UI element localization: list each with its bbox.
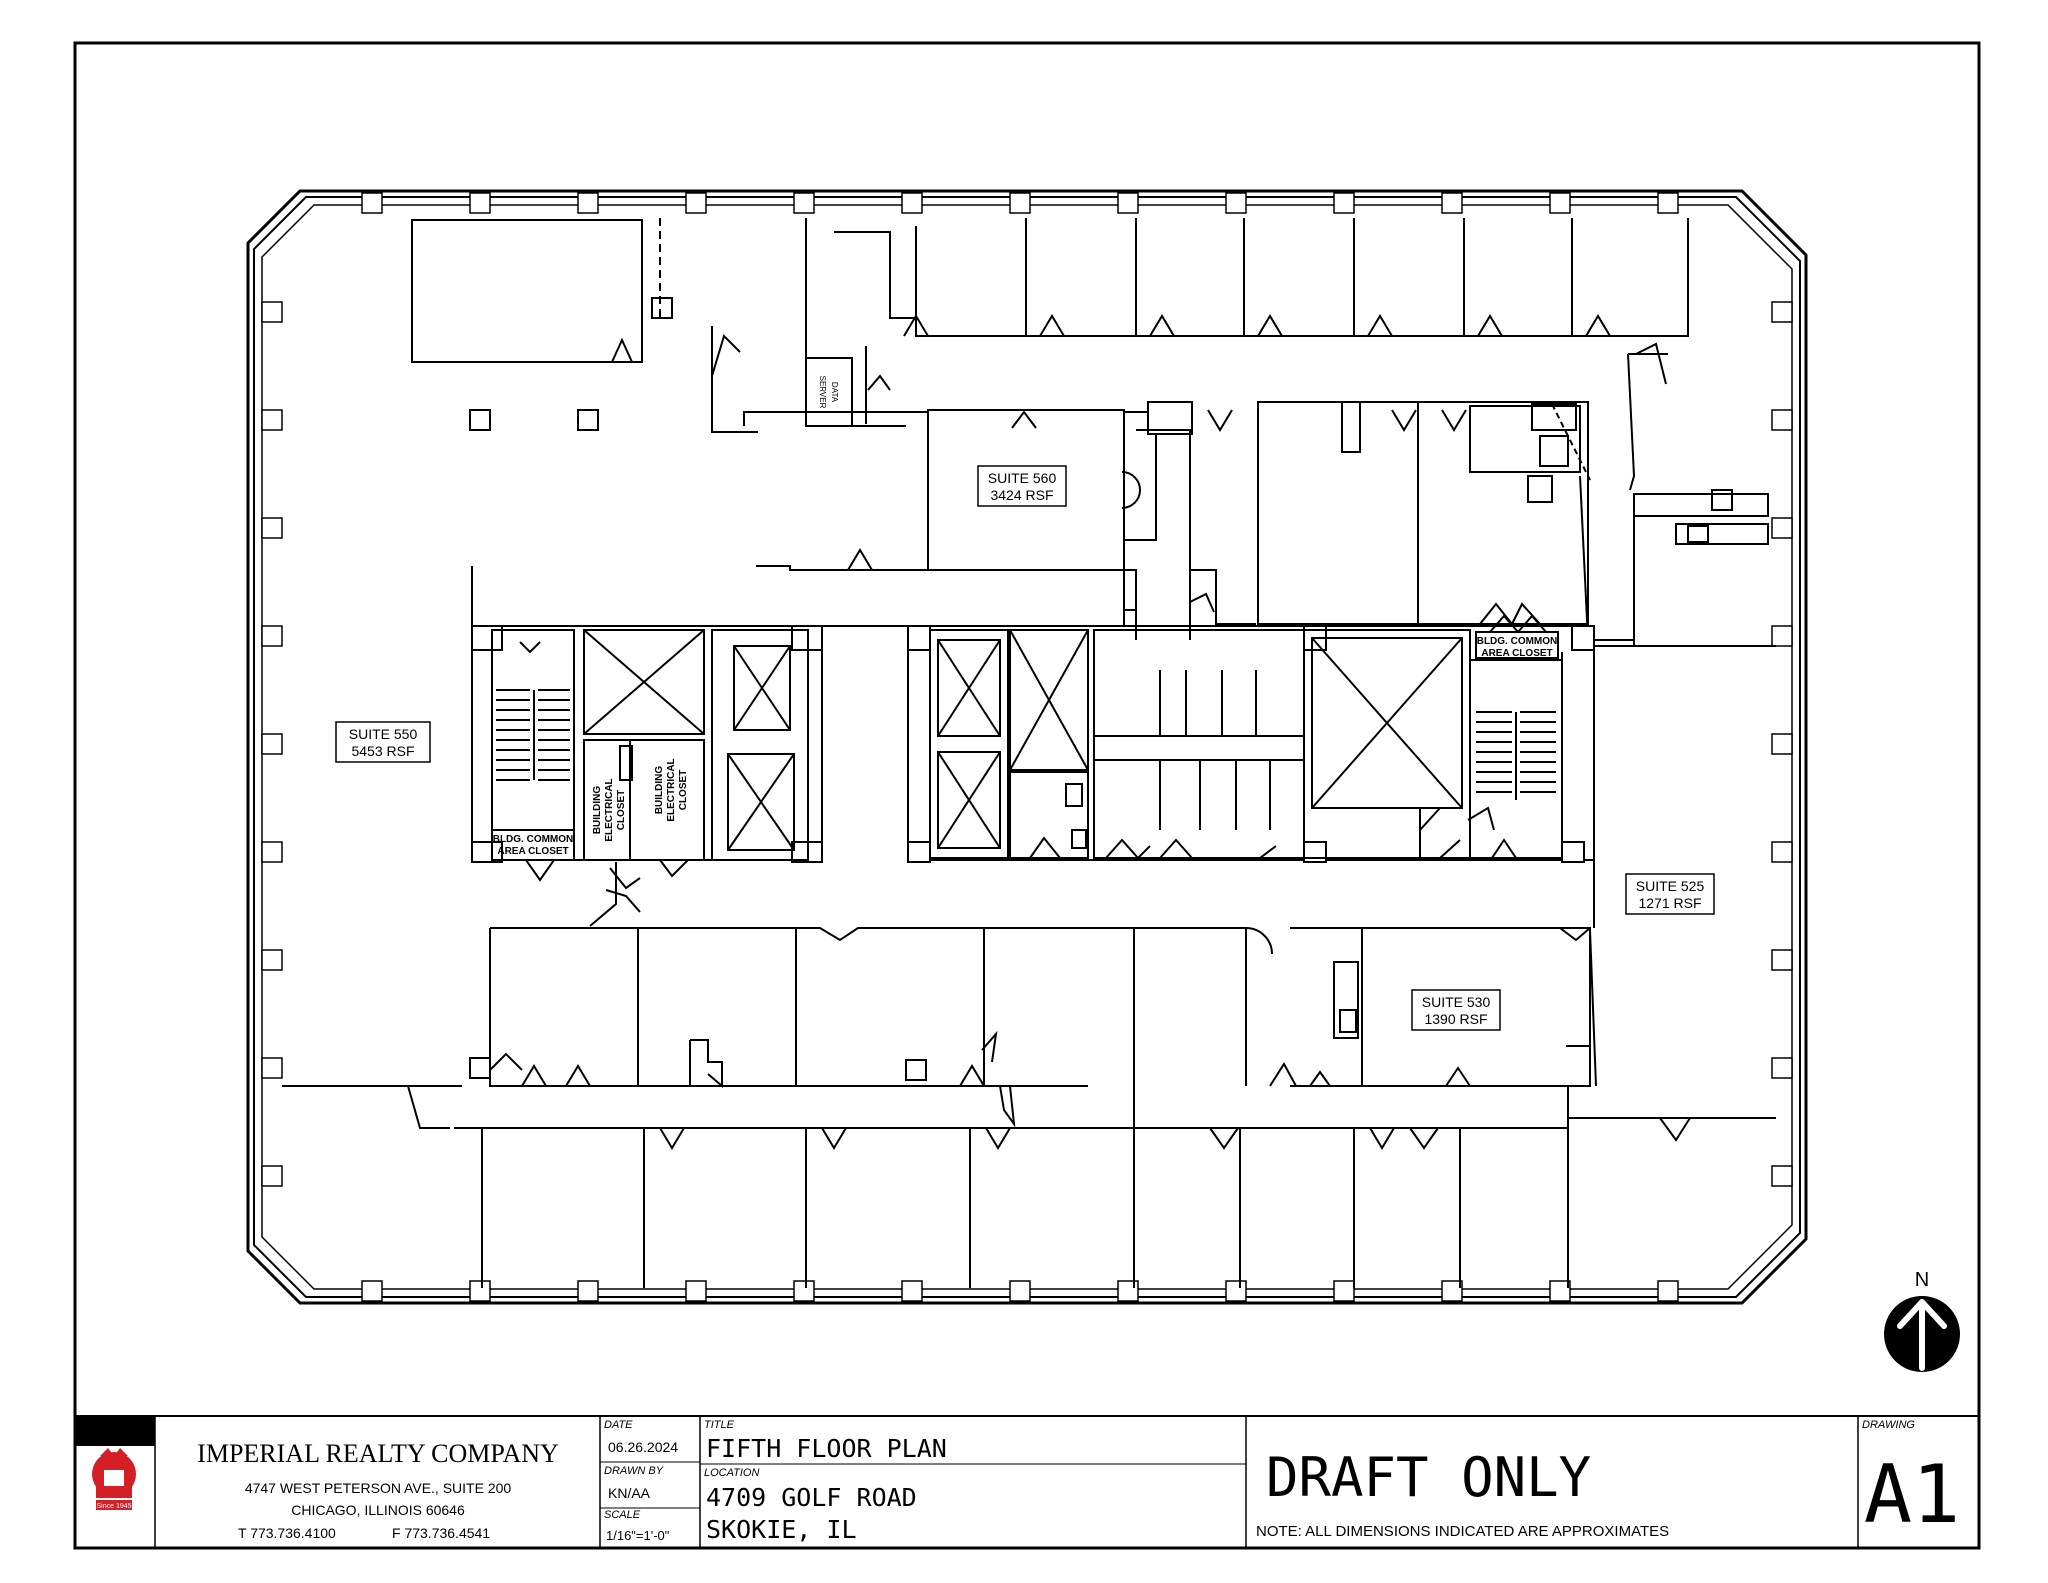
suite-area: 1271 RSF (1638, 895, 1701, 911)
title-block: Since 1945 IMPERIAL REALTY COMPANY 4747 … (74, 1415, 1979, 1549)
suite-area: 1390 RSF (1424, 1011, 1487, 1027)
title-label: TITLE (704, 1419, 735, 1431)
suite-560-room (927, 409, 1125, 571)
common-closet-label-east: BLDG. COMMON AREA CLOSET (1477, 636, 1558, 659)
common-closet-label-west: BLDG. COMMON AREA CLOSET (493, 834, 574, 857)
logo-text: Since 1945 (96, 1503, 131, 1510)
svg-text:CLOSET: CLOSET (616, 790, 627, 831)
draft-only-stamp: DRAFT ONLY (1266, 1446, 1591, 1509)
suite-550-label: SUITE 550 5453 RSF (335, 721, 431, 763)
company-address-line1: 4747 WEST PETERSON AVE., SUITE 200 (245, 1480, 512, 1496)
svg-text:AREA CLOSET: AREA CLOSET (497, 846, 568, 857)
svg-text:BUILDING: BUILDING (592, 786, 603, 835)
location-line2: SKOKIE, IL (706, 1515, 857, 1544)
building-core-east (907, 614, 1595, 863)
electrical-closet-label-1: BUILDING ELECTRICAL CLOSET (592, 778, 627, 841)
suite-530-label: SUITE 530 1390 RSF (1411, 989, 1501, 1031)
date-label: DATE (604, 1419, 633, 1431)
suite-525-label: SUITE 525 1271 RSF (1625, 873, 1715, 915)
suite-name: SUITE 550 (349, 726, 418, 742)
svg-text:SERVER: SERVER (818, 376, 827, 409)
company-name: IMPERIAL REALTY COMPANY (197, 1439, 559, 1468)
drawing-number: A1 (1864, 1448, 1960, 1541)
svg-text:ELECTRICAL: ELECTRICAL (604, 778, 615, 841)
server-data-room (805, 357, 853, 427)
exterior-wall-middle (253, 196, 1801, 1298)
svg-text:DATA: DATA (830, 382, 839, 403)
floor-plan (246, 189, 1808, 1305)
server-data-label: SERVER DATA (818, 376, 839, 409)
svg-text:CLOSET: CLOSET (678, 770, 689, 811)
suite-name: SUITE 530 (1422, 994, 1491, 1010)
suite-name: SUITE 560 (988, 470, 1057, 486)
suite-name: SUITE 525 (1636, 878, 1705, 894)
room-550-office (411, 219, 643, 363)
exterior-wall-outer (246, 189, 1808, 1305)
electrical-closet-label-2: BUILDING ELECTRICAL CLOSET (654, 758, 689, 821)
north-arrow: N (1884, 1269, 1960, 1372)
sheet-border (73, 41, 1981, 1550)
svg-text:BUILDING: BUILDING (654, 766, 665, 815)
location-line1: 4709 GOLF ROAD (706, 1483, 917, 1512)
drawn-by-label: DRAWN BY (604, 1465, 664, 1477)
svg-text:AREA CLOSET: AREA CLOSET (1481, 648, 1552, 659)
location-label: LOCATION (704, 1467, 759, 1479)
svg-text:BLDG. COMMON: BLDG. COMMON (1477, 636, 1558, 647)
scale-label: SCALE (604, 1509, 641, 1521)
company-address-line2: CHICAGO, ILLINOIS 60646 (291, 1502, 465, 1518)
company-fax: F 773.736.4541 (392, 1525, 490, 1541)
exterior-wall-inner (261, 204, 1793, 1290)
north-label: N (1915, 1269, 1929, 1291)
company-logo: Since 1945 (92, 1448, 136, 1510)
suite-560-label: SUITE 560 3424 RSF (977, 465, 1067, 507)
scale-value: 1/16"=1'-0" (606, 1528, 670, 1543)
svg-text:BLDG. COMMON: BLDG. COMMON (493, 834, 574, 845)
drawing-label: DRAWING (1862, 1419, 1915, 1431)
drawn-by-value: KN/AA (608, 1485, 651, 1501)
company-phone: T 773.736.4100 (238, 1525, 336, 1541)
suite-area: 5453 RSF (351, 743, 414, 759)
building-core (471, 625, 823, 890)
perimeter-columns (261, 192, 1793, 1302)
date-value: 06.26.2024 (608, 1439, 678, 1455)
approximation-note: NOTE: ALL DIMENSIONS INDICATED ARE APPRO… (1256, 1523, 1669, 1540)
svg-text:ELECTRICAL: ELECTRICAL (666, 758, 677, 821)
suite-area: 3424 RSF (990, 487, 1053, 503)
drawing-title: FIFTH FLOOR PLAN (706, 1434, 947, 1463)
